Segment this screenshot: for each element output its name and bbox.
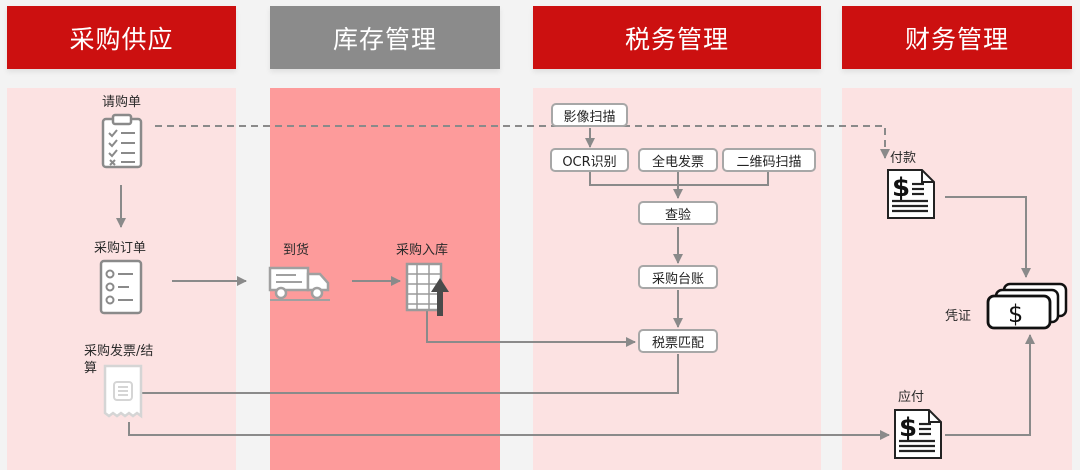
label-requisition: 请购单 [102,95,142,110]
warehouse-in-icon [405,262,449,316]
arrow-payment-to-voucher [945,196,1031,278]
label-arrival: 到货 [283,243,310,258]
arrow-match-to-invoice [130,354,679,398]
merge-ocr [589,172,678,186]
label-warehouse-in: 采购入库 [396,243,449,258]
label-payment: 付款 [890,151,917,166]
label-payable: 应付 [898,390,925,405]
header-inventory: 库存管理 [270,6,500,69]
order-list-icon [99,259,143,315]
merge-qr [678,172,769,186]
dashed-requisition-to-payment [155,125,890,159]
header-tax: 税务管理 [533,6,821,69]
header-procurement: 采购供应 [7,6,236,69]
box-e-invoice: 全电发票 [638,148,718,172]
arrow-invoice-to-payable [128,422,890,440]
dollar-bills-stack-icon: $ [986,282,1068,330]
clipboard-checklist-icon [101,113,143,169]
box-qr-scan: 二维码扫描 [722,148,816,172]
svg-text:$: $ [892,173,910,203]
box-invoice-match: 税票匹配 [638,329,718,353]
arrow-warehouse-to-match [426,302,636,347]
delivery-truck-icon [268,266,330,301]
box-verify: 查验 [638,201,718,225]
box-purchase-ledger: 采购台账 [638,265,718,289]
arrow-payable-to-voucher [945,334,1035,436]
receipt-icon [103,364,143,419]
label-invoice-settlement-1: 采购发票/结 [84,344,154,359]
svg-text:$: $ [899,413,917,443]
label-purchase-order: 采购订单 [94,241,147,256]
svg-text:$: $ [1008,300,1023,328]
box-image-scan: 影像扫描 [551,103,628,127]
box-ocr: OCR识别 [550,148,629,172]
label-invoice-settlement-2: 算 [84,361,98,376]
header-finance: 财务管理 [842,6,1072,69]
dollar-document-icon: $ [894,409,942,459]
dollar-document-icon: $ [887,169,935,219]
label-voucher: 凭证 [945,309,972,324]
